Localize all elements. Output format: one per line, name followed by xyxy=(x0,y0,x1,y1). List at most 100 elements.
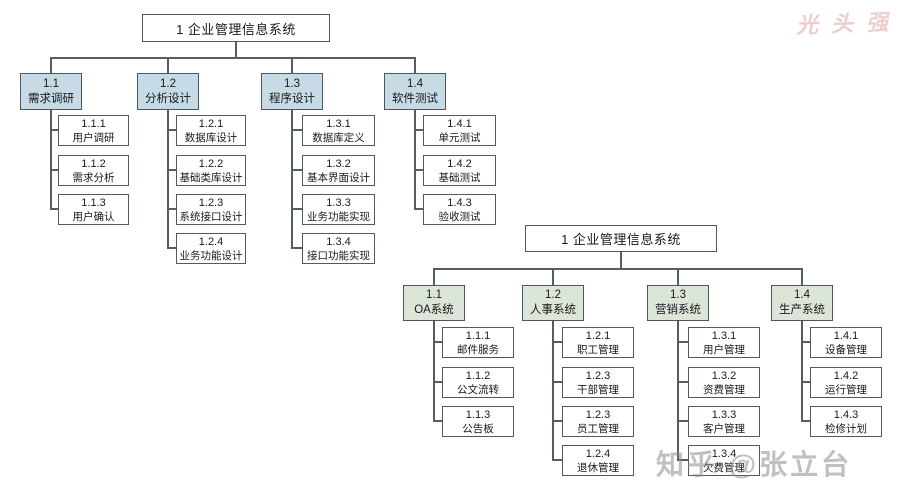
connector-stub xyxy=(167,169,177,171)
node-id: 1.3.4 xyxy=(326,235,351,248)
node-id: 1.3.2 xyxy=(711,369,737,382)
node-id: 1.4 xyxy=(407,77,423,90)
wbs-node: 1.2.4 业务功能设计 xyxy=(176,233,246,264)
node-label: 业务功能实现 xyxy=(307,210,370,223)
node-id: 1.3.1 xyxy=(711,329,737,342)
node-label: 软件测试 xyxy=(392,92,438,105)
connector-stub xyxy=(677,420,689,422)
node-id: 1.3 xyxy=(670,289,686,301)
node-label: 生产系统 xyxy=(779,304,825,316)
connector-stub xyxy=(291,247,303,249)
wbs-branch-program-design: 1.3 程序设计 xyxy=(261,73,323,110)
connector-top-root-stem xyxy=(235,42,237,57)
connector-stub xyxy=(552,420,563,422)
node-id: 1.1.3 xyxy=(81,196,106,209)
node-label: 基础类库设计 xyxy=(179,171,243,184)
wbs-node: 1.1.3 公告板 xyxy=(442,406,514,437)
node-label: 验收测试 xyxy=(438,210,481,223)
node-label: 基本界面设计 xyxy=(307,171,370,184)
node-id: 1.2.3 xyxy=(198,196,224,209)
connector-stub xyxy=(50,208,59,210)
connector-stub xyxy=(677,381,689,383)
node-id: 1.1.2 xyxy=(465,369,491,382)
connector-stub xyxy=(552,341,563,343)
connector-trunk xyxy=(50,110,52,210)
connector-top-bus xyxy=(50,57,416,59)
node-id: 1.3.2 xyxy=(326,157,351,170)
node-label: 接口功能实现 xyxy=(307,249,370,262)
connector-bottom-drop-4 xyxy=(801,268,803,285)
wbs-node: 1.2.3 干部管理 xyxy=(562,367,634,398)
node-id: 1.4 xyxy=(794,289,810,301)
connector-stub xyxy=(801,420,811,422)
node-id: 1.1 xyxy=(426,289,442,301)
node-id: 1.2.4 xyxy=(585,447,611,460)
node-id: 1.3.3 xyxy=(711,408,737,421)
connector-trunk xyxy=(677,321,679,461)
wbs-branch-oa-system: 1.1 OA系统 xyxy=(403,285,465,321)
wbs-node: 1.4.2 运行管理 xyxy=(810,367,882,398)
node-label: 资费管理 xyxy=(703,383,745,396)
connector-trunk xyxy=(291,110,293,249)
node-label: 数据库设计 xyxy=(184,131,238,144)
wbs-branch-hr-system: 1.2 人事系统 xyxy=(522,285,584,321)
node-id: 1.4.2 xyxy=(833,369,859,382)
node-label: 营销系统 xyxy=(655,304,701,316)
wbs-node: 1.4.3 验收测试 xyxy=(423,194,496,225)
connector-bottom-bus xyxy=(433,268,803,270)
node-id: 1.4.1 xyxy=(833,329,859,342)
connector-trunk xyxy=(414,110,416,210)
node-id: 1.3.1 xyxy=(326,117,351,130)
wbs-node: 1.3.3 客户管理 xyxy=(688,406,760,437)
node-label: 单元测试 xyxy=(438,131,481,144)
node-label: 干部管理 xyxy=(577,383,619,396)
node-label: 用户调研 xyxy=(72,131,115,144)
connector-trunk xyxy=(433,321,435,422)
node-label: 业务功能设计 xyxy=(179,249,243,262)
watermark-zhihu-author: 知乎 @张立台 xyxy=(656,449,853,480)
connector-trunk xyxy=(552,321,554,461)
wbs-node: 1.3.1 用户管理 xyxy=(688,327,760,358)
connector-bottom-drop-2 xyxy=(552,268,554,285)
wbs-node: 1.1.2 公文流转 xyxy=(442,367,514,398)
connector-stub xyxy=(677,459,689,461)
connector-stub xyxy=(552,381,563,383)
node-id: 1.1.2 xyxy=(81,157,106,170)
connector-top-drop-1 xyxy=(50,57,52,73)
wbs-node: 1.2.1 数据库设计 xyxy=(176,115,246,146)
connector-bottom-drop-1 xyxy=(433,268,435,285)
connector-trunk xyxy=(801,321,803,422)
node-id: 1.4.2 xyxy=(447,157,472,170)
node-label: 数据库定义 xyxy=(312,131,365,144)
connector-stub xyxy=(414,208,424,210)
connector-stub xyxy=(801,341,811,343)
node-id: 1.1.3 xyxy=(465,408,491,421)
node-id: 1.2.1 xyxy=(198,117,224,130)
node-id: 1.1 xyxy=(43,77,59,90)
connector-stub xyxy=(291,169,303,171)
connector-stub xyxy=(677,341,689,343)
node-id: 1.2.3 xyxy=(585,408,611,421)
node-id: 1.4.3 xyxy=(833,408,859,421)
node-id: 1.2.1 xyxy=(585,329,611,342)
node-label: 需求分析 xyxy=(72,171,115,184)
wbs-branch-analysis-design: 1.2 分析设计 xyxy=(137,73,199,110)
node-label: 分析设计 xyxy=(145,92,191,105)
connector-stub xyxy=(414,169,424,171)
wbs-node: 1.4.3 检修计划 xyxy=(810,406,882,437)
node-label: 用户管理 xyxy=(703,343,745,356)
wbs-node: 1.2.3 系统接口设计 xyxy=(176,194,246,225)
node-label: 人事系统 xyxy=(530,304,576,316)
node-label: 运行管理 xyxy=(825,383,867,396)
node-id: 1.3.3 xyxy=(326,196,351,209)
connector-stub xyxy=(433,341,443,343)
wbs-node: 1.3.2 资费管理 xyxy=(688,367,760,398)
node-label: 系统接口设计 xyxy=(179,210,243,223)
wbs-node: 1.4.2 基础测试 xyxy=(423,155,496,186)
connector-top-drop-2 xyxy=(167,57,169,73)
wbs-node: 1.3.4 接口功能实现 xyxy=(302,233,375,264)
connector-stub xyxy=(414,129,424,131)
connector-stub xyxy=(50,129,59,131)
connector-stub xyxy=(433,381,443,383)
connector-stub xyxy=(291,129,303,131)
